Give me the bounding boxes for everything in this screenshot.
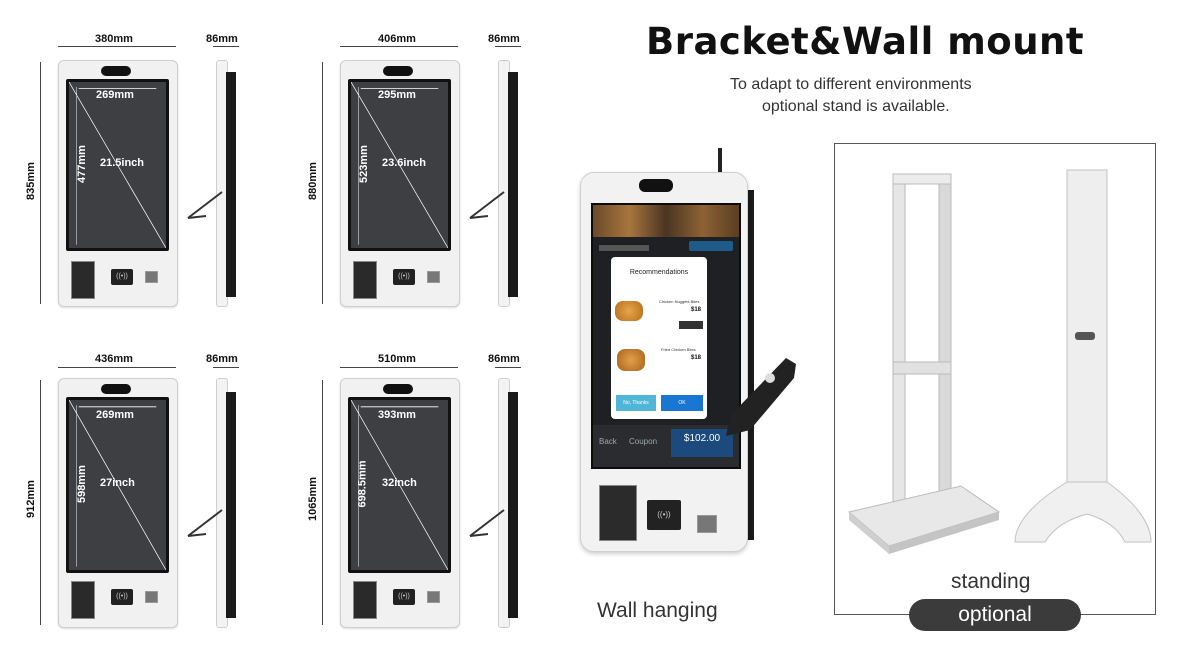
scanner-icon [427,591,440,603]
nfc-reader-icon: ((•)) [393,589,415,605]
subtitle-line-2: optional stand is available. [762,98,950,115]
camera-icon [639,179,673,192]
page-title: Bracket&Wall mount [646,20,1085,63]
wall-hanging-caption: Wall hanging [597,599,718,622]
nfc-reader-icon: ((•)) [393,269,415,285]
kiosk-screen: Back Coupon $102.00 Recommendations Chic… [591,203,741,469]
antenna-icon [718,148,722,176]
no-thanks-button[interactable]: No, Thanks [616,395,656,411]
optional-badge: optional [909,599,1081,631]
depth-label: 86mm [488,353,520,365]
frame-stand-icon [847,173,1001,554]
printer-icon [353,581,377,619]
bracket-icon [469,509,505,537]
printer-icon [71,581,95,619]
item-1-name: Chicken Nuggets Bites [659,299,700,304]
depth-label: 86mm [206,33,238,45]
screen-width-label: 295mm [378,89,416,101]
kiosk-screen: 269mm 477mm 21.5inch [66,79,169,251]
kiosk-screen: 295mm 523mm 23.6inch [348,79,451,251]
scanner-icon [427,271,440,283]
screen-width-label: 269mm [96,89,134,101]
kiosk-screen: 393mm 698.5mm 32inch [348,397,451,573]
height-label: 880mm [306,162,319,200]
kiosk-body: Back Coupon $102.00 Recommendations Chic… [580,172,748,552]
kiosk-body: 269mm 477mm 21.5inch ((•)) [58,60,178,307]
scanner-icon [697,515,717,533]
printer-icon [353,261,377,299]
height-label: 1065mm [307,476,320,522]
camera-icon [101,66,131,76]
scanner-icon [145,591,158,603]
nfc-reader-icon: ((•)) [647,500,681,530]
kiosk-body: 295mm 523mm 23.6inch ((•)) [340,60,460,307]
screen-size-label: 27inch [100,477,135,489]
kiosk-body: 393mm 698.5mm 32inch ((•)) [340,378,460,628]
recommendation-dialog: Recommendations Chicken Nuggets Bites $1… [611,257,707,419]
screen-size-label: 32inch [382,477,417,489]
standing-caption: standing [951,570,1031,593]
height-label: 912mm [24,480,37,518]
nfc-reader-icon: ((•)) [111,269,133,285]
camera-icon [101,384,131,394]
kiosk-screen: 269mm 598mm 27inch [66,397,169,573]
ok-button[interactable]: OK [661,395,703,411]
width-label: 510mm [378,353,416,365]
item-1-price: $18 [691,307,702,313]
dialog-title: Recommendations [629,269,689,276]
scanner-icon [145,271,158,283]
coupon-button[interactable]: Coupon [629,437,658,446]
depth-label: 86mm [488,33,520,45]
bracket-icon [187,509,223,537]
back-button[interactable]: Back [599,437,617,446]
stand-panel: standing [834,143,1156,615]
camera-icon [383,66,413,76]
printer-icon [71,261,95,299]
screen-width-label: 269mm [96,409,134,421]
bracket-icon [469,191,505,219]
depth-label: 86mm [206,353,238,365]
nfc-reader-icon: ((•)) [111,589,133,605]
camera-icon [383,384,413,394]
total-amount[interactable]: $102.00 [671,429,733,457]
width-label: 436mm [95,353,133,365]
screen-size-label: 23.6inch [382,157,427,169]
item-2-name: Fried Chicken Bites [661,347,696,352]
pole-stand-icon [1014,169,1152,543]
screen-size-label: 21.5inch [100,157,145,169]
subtitle-line-1: To adapt to different environments [730,76,972,93]
screen-height-label: 523mm [357,145,370,183]
screen-height-label: 477mm [75,145,88,183]
printer-icon [599,485,637,541]
screen-height-label: 698.5mm [356,460,369,508]
width-label: 406mm [378,33,416,45]
screen-width-label: 393mm [378,409,416,421]
item-2-price: $18 [691,355,702,361]
screen-height-label: 598mm [75,465,88,503]
quantity-stepper[interactable] [679,321,703,329]
bracket-icon [187,191,223,219]
chicken-image [617,349,645,371]
width-label: 380mm [95,33,133,45]
height-label: 835mm [24,162,37,200]
nuggets-image [615,301,643,321]
wall-bracket-icon [726,358,796,436]
kiosk-body: 269mm 598mm 27inch ((•)) [58,378,178,628]
food-banner [593,205,739,237]
